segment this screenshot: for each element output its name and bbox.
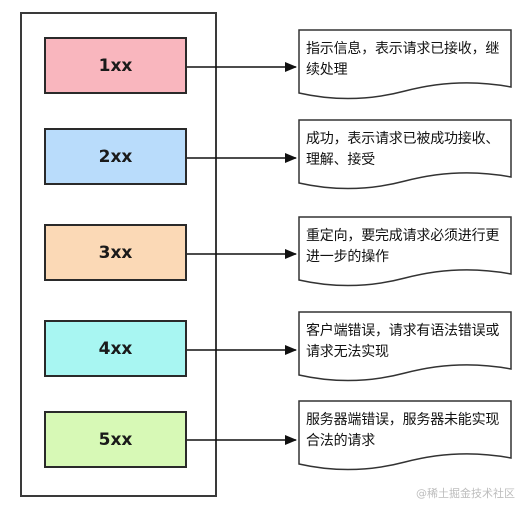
document-shape	[298, 29, 512, 100]
desc-doc-5xx: 服务器端错误，服务器未能实现合法的请求	[298, 400, 512, 472]
desc-doc-3xx: 重定向，要完成请求必须进行更进一步的操作	[298, 216, 512, 288]
code-label-2xx: 2xx	[98, 146, 133, 167]
code-label-5xx: 5xx	[98, 429, 133, 450]
desc-text-5xx: 服务器端错误，服务器未能实现合法的请求	[306, 412, 500, 449]
document-shape	[298, 400, 512, 471]
desc-doc-1xx: 指示信息，表示请求已接收，继续处理	[298, 29, 512, 101]
code-box-4xx: 4xx	[44, 320, 187, 377]
code-box-2xx: 2xx	[44, 128, 187, 185]
desc-text-1xx: 指示信息，表示请求已接收，继续处理	[306, 41, 500, 78]
code-box-5xx: 5xx	[44, 411, 187, 468]
document-shape	[298, 119, 512, 190]
desc-text-4xx: 客户端错误，请求有语法错误或请求无法实现	[306, 323, 500, 360]
document-shape	[298, 216, 512, 287]
code-label-1xx: 1xx	[98, 55, 133, 76]
desc-doc-4xx: 客户端错误，请求有语法错误或请求无法实现	[298, 311, 512, 383]
code-box-3xx: 3xx	[44, 224, 187, 281]
desc-text-3xx: 重定向，要完成请求必须进行更进一步的操作	[306, 228, 500, 265]
desc-text-2xx: 成功，表示请求已被成功接收、理解、接受	[306, 131, 500, 168]
code-label-3xx: 3xx	[98, 242, 133, 263]
document-shape	[298, 311, 512, 382]
desc-doc-2xx: 成功，表示请求已被成功接收、理解、接受	[298, 119, 512, 191]
code-box-1xx: 1xx	[44, 37, 187, 94]
watermark-text: @稀土掘金技术社区	[416, 487, 515, 500]
code-label-4xx: 4xx	[98, 338, 133, 359]
